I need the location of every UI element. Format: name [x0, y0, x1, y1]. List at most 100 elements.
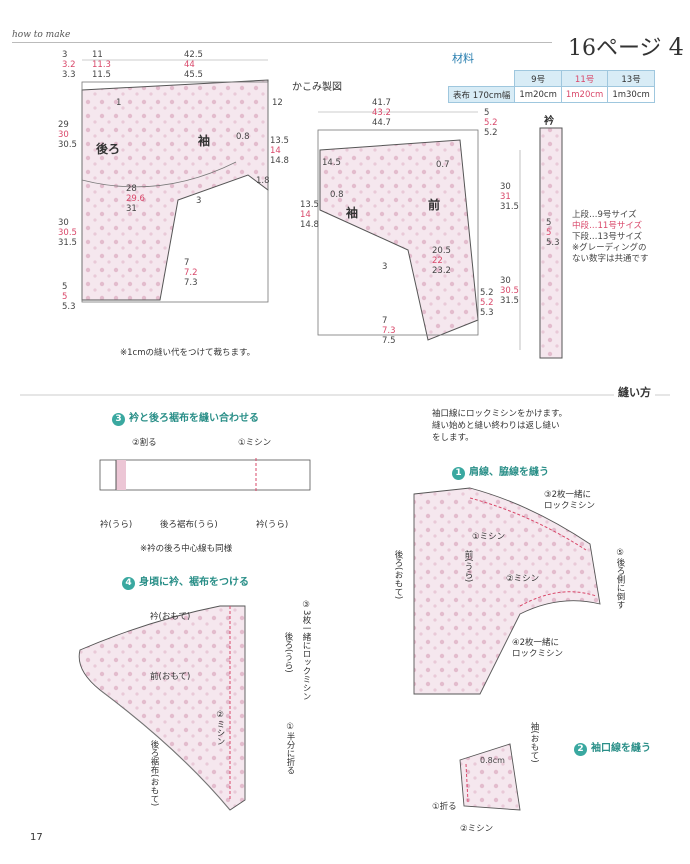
seam-note: ※1cmの縫い代をつけて裁ちます。: [120, 348, 256, 358]
step1-machine2: ②ミシン: [506, 574, 540, 584]
step3-split: ②割る: [132, 438, 157, 448]
back-n3: 3: [196, 196, 202, 206]
intro-line-1: 袖口線にロックミシンをかけます。: [432, 409, 568, 419]
materials-title: 材料: [452, 52, 474, 65]
back-frame: [81, 81, 269, 303]
step1-fold5: ⑤後ろ側に倒す: [615, 548, 625, 609]
back-piece-label: 後ろ: [96, 142, 121, 156]
layout-title: かこみ製図: [292, 82, 342, 93]
step2-fold: ①折る: [432, 802, 457, 812]
step4-machine2: ②ミシン: [215, 710, 225, 746]
step2-diagram: [459, 743, 521, 811]
legend-line-1: 上段…9号サイズ: [572, 210, 637, 220]
step3-back-hem: 後ろ裾布(うら): [160, 520, 218, 530]
step1-title: 肩線、脇線を縫う: [469, 467, 549, 478]
back-right-a: 12: [272, 98, 283, 108]
header-page-ref: 16ページ 4: [568, 30, 684, 62]
step4-number: 4: [122, 577, 135, 590]
front-frame: [317, 129, 479, 336]
step1-front: 前(うら): [463, 550, 473, 583]
pattern-number: 4: [668, 33, 684, 61]
fabric-13: 1m30cm: [607, 86, 655, 103]
intro-line-2: 縫い始めと縫い終わりは返し縫い: [432, 421, 560, 431]
step1-heading: 1 肩線、脇線を縫う: [452, 460, 549, 480]
step2-number: 2: [574, 743, 587, 756]
materials-table: 9号 11号 13号 表布 170cm幅 1m20cm 1m20cm 1m30c…: [447, 70, 655, 103]
back-piece-shape: [81, 79, 269, 301]
step3-collar-r: 衿(うら): [256, 520, 289, 530]
back-n08: 0.8: [236, 132, 250, 142]
page-number: 17: [30, 832, 43, 843]
step2-machine: ②ミシン: [460, 824, 494, 834]
intro-line-3: をします。: [432, 433, 474, 443]
sewing-title: 縫い方: [614, 384, 655, 400]
step2-heading: 2 袖口線を縫う: [574, 736, 651, 756]
front-piece-shape: [319, 139, 479, 341]
step4-back-hem: 後ろ裾布(おもて): [149, 740, 159, 807]
step3-machine: ①ミシン: [238, 438, 272, 448]
step2-title: 袖口線を縫う: [591, 743, 651, 754]
front-n3: 3: [382, 262, 388, 272]
collar-piece-shape: [539, 127, 563, 359]
step4-lock3: ③3枚一緒にロックミシン: [301, 600, 311, 701]
step1-machine1: ①ミシン: [472, 532, 506, 542]
step4-collar-front: 衿(おもて): [150, 612, 191, 622]
legend-line-2: 中段…11号サイズ: [572, 221, 643, 231]
back-n18: 1.8: [256, 176, 270, 186]
back-n1: 1: [116, 98, 122, 108]
step1-lock3: ③2枚一緒にロックミシン: [544, 490, 596, 511]
step3-diagram: [99, 458, 311, 492]
step1-diagram: [413, 487, 601, 695]
legend-line-5: ない数字は共通です: [572, 254, 649, 264]
header-rule: [12, 42, 552, 43]
step1-number: 1: [452, 467, 465, 480]
step4-front: 前(おもて): [150, 672, 191, 682]
size-legend: 上段…9号サイズ 中段…11号サイズ 下段…13号サイズ ※グレーディングの な…: [572, 210, 649, 265]
step4-heading: 4 身頃に衿、裾布をつける: [122, 570, 249, 590]
pattern-diagram: [20, 59, 670, 396]
step2-cm: 0.8cm: [480, 756, 505, 765]
materials-corner: [447, 70, 516, 87]
header-label: how to make: [12, 30, 71, 40]
step3-heading: 3 衿と後ろ裾布を縫い合わせる: [112, 406, 259, 426]
step4-title: 身頃に衿、裾布をつける: [139, 577, 249, 588]
front-piece-label: 前: [428, 198, 441, 212]
size-11: 11号: [560, 70, 609, 87]
front-left-a: 14.5: [322, 158, 341, 168]
legend-line-4: ※グレーディングの: [572, 243, 647, 253]
legend-line-3: 下段…13号サイズ: [572, 232, 643, 242]
size-13: 13号: [607, 70, 655, 87]
front-n07: 0.7: [436, 160, 450, 170]
step3-collar-l: 衿(うら): [100, 520, 133, 530]
page-ref-text: 16ページ: [568, 36, 662, 61]
step4-back-ura: 後ろ(うら): [283, 632, 293, 673]
step4-fold: ①半分に折る: [285, 722, 295, 775]
step4-diagram: [78, 605, 246, 811]
step3-note: ※衿の後ろ中心線も同様: [140, 544, 233, 554]
step1-lock4: ④2枚一緒にロックミシン: [512, 638, 564, 659]
front-sleeve-label: 袖: [346, 206, 359, 220]
step3-title: 衿と後ろ裾布を縫い合わせる: [129, 413, 259, 424]
step2-sleeve: 袖(おもて): [529, 722, 539, 763]
step3-number: 3: [112, 413, 125, 426]
sleeve-piece-label: 袖: [198, 134, 211, 148]
front-n08: 0.8: [330, 190, 344, 200]
